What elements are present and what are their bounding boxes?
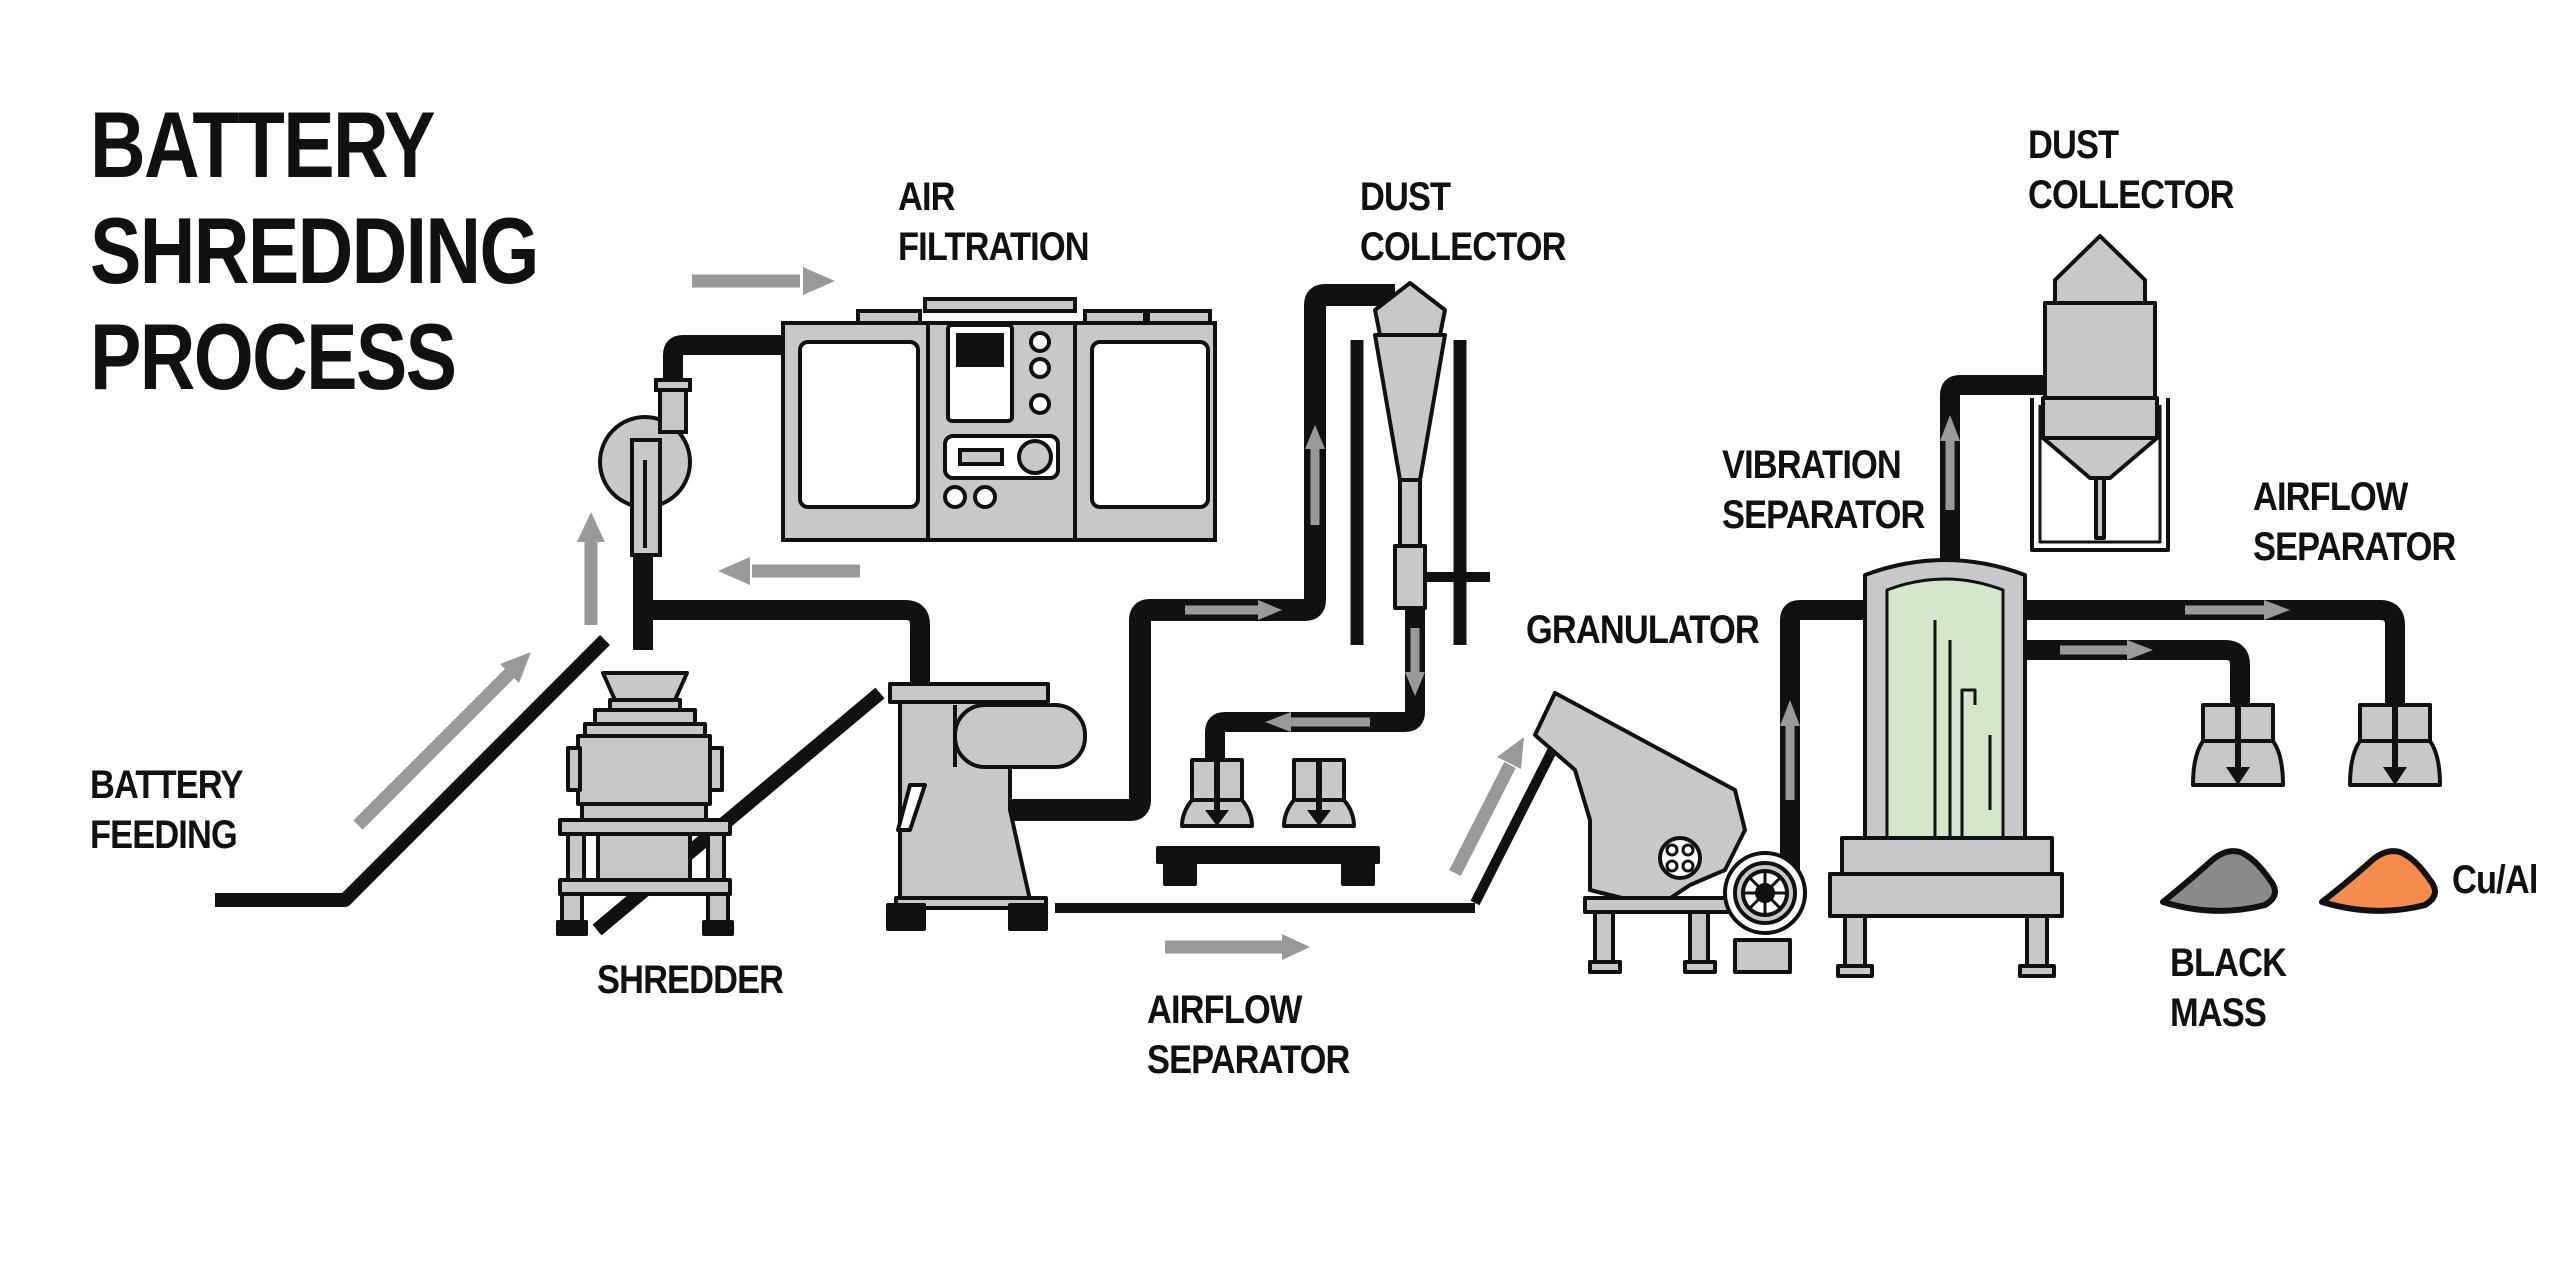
airflow-separator-2-label-line-2: SEPARATOR (2253, 525, 2456, 569)
airflow-outlet-duct-1 (2020, 600, 2405, 705)
arrow-down-collector (1405, 628, 1425, 696)
battery-feeding-label-line-1: BATTERY (90, 763, 243, 807)
air-filtration-label-line-2: FILTRATION (898, 225, 1090, 269)
airflow-separator-2-label-line-1: AIRFLOW (2253, 475, 2408, 519)
dustcollector-bins-duct (1205, 605, 1425, 780)
cu-al-label: Cu/Al (2452, 858, 2538, 902)
airflow-separator-1-label-line-1: AIRFLOW (1147, 988, 1302, 1032)
arrow-feed (353, 652, 531, 830)
dust-collector-1-label: DUST COLLECTOR (1360, 172, 1567, 272)
shredder-label: SHREDDER (597, 958, 784, 1002)
air-filtration-unit (781, 297, 1217, 542)
title-line-2: SHREDDING (90, 198, 539, 303)
airflow-separator-1-label: AIRFLOW SEPARATOR (1147, 985, 1350, 1085)
arrow-to-bins (1265, 712, 1370, 732)
feed-conveyor (215, 635, 610, 907)
vibration-separator-label-line-1: VIBRATION (1722, 443, 1902, 487)
arrow-bottom-conveyor (1165, 934, 1310, 960)
arrow-separator-out (1185, 600, 1282, 620)
title-line-1: BATTERY (90, 92, 436, 197)
dust-collector-1-label-line-2: COLLECTOR (1360, 225, 1567, 269)
black-mass-label-line-1: BLACK (2170, 941, 2287, 985)
air-filtration-label-line-1: AIR (898, 175, 956, 219)
outlet-black-mass (2191, 703, 2285, 787)
shredder-separator-duct (643, 600, 930, 690)
granulator-vibration-duct (1780, 600, 1880, 880)
granulator-feed-conveyor (1470, 742, 1560, 906)
bin-left (1180, 758, 1254, 828)
dust-collector-2-label-line-1: DUST (2028, 123, 2119, 167)
arrow-up-duct (1305, 425, 1325, 525)
dust-collector-2-unit (2030, 234, 2170, 552)
airflow-separator-2-outlets (2191, 703, 2442, 787)
black-mass-label: BLACK MASS (2170, 938, 2287, 1038)
battery-feeding-label-line-2: FEEDING (90, 813, 238, 857)
granulator-machine (1533, 691, 1807, 974)
airflow-separator-machine (886, 682, 1087, 931)
flow-arrows (353, 267, 2290, 960)
arrow-granulator-feed (1449, 737, 1524, 876)
arrow-up-fan (577, 512, 605, 625)
dust-collector-2-label: DUST COLLECTOR (2028, 120, 2235, 220)
vibration-separator-machine (1828, 558, 2064, 978)
arrow-filtration-in (692, 267, 835, 295)
exhaust-fan (598, 378, 692, 557)
dust-collector-1-label-line-1: DUST (1360, 175, 1451, 219)
black-mass-label-line-2: MASS (2170, 991, 2267, 1035)
black-mass-pile (2160, 848, 2278, 914)
outlet-cu-al (2348, 703, 2442, 787)
diagram-title: BATTERY SHREDDING PROCESS (90, 92, 539, 410)
shredder-machine (556, 671, 734, 936)
dust-collector-2-label-line-2: COLLECTOR (2028, 173, 2235, 217)
cu-al-pile (2319, 848, 2438, 914)
granulator-label: GRANULATOR (1526, 608, 1760, 652)
vibration-separator-label: VIBRATION SEPARATOR (1722, 440, 1925, 540)
arrow-return (718, 557, 860, 585)
dust-collector-cyclone (1350, 281, 1490, 645)
dust-bins (1156, 758, 1380, 886)
arrow-up-dust2 (1940, 415, 1960, 510)
airflow-outlet-duct-2 (2020, 640, 2250, 705)
air-filtration-label: AIR FILTRATION (898, 172, 1090, 272)
vibration-dustcollector-duct (1940, 375, 2060, 560)
bin-right (1282, 758, 1356, 828)
airflow-separator-2-label: AIRFLOW SEPARATOR (2253, 472, 2456, 572)
arrow-up-vibration (1780, 700, 1800, 800)
arrow-airflow-out-2 (2060, 640, 2153, 660)
title-line-3: PROCESS (90, 304, 457, 409)
battery-feeding-label: BATTERY FEEDING (90, 760, 243, 860)
airflow-separator-1-label-line-2: SEPARATOR (1147, 1038, 1350, 1082)
arrow-airflow-out-1 (2185, 600, 2290, 620)
fan-filtration-duct (663, 335, 795, 390)
vibration-separator-label-line-2: SEPARATOR (1722, 493, 1925, 537)
separator-glass-panel (1885, 577, 2005, 840)
